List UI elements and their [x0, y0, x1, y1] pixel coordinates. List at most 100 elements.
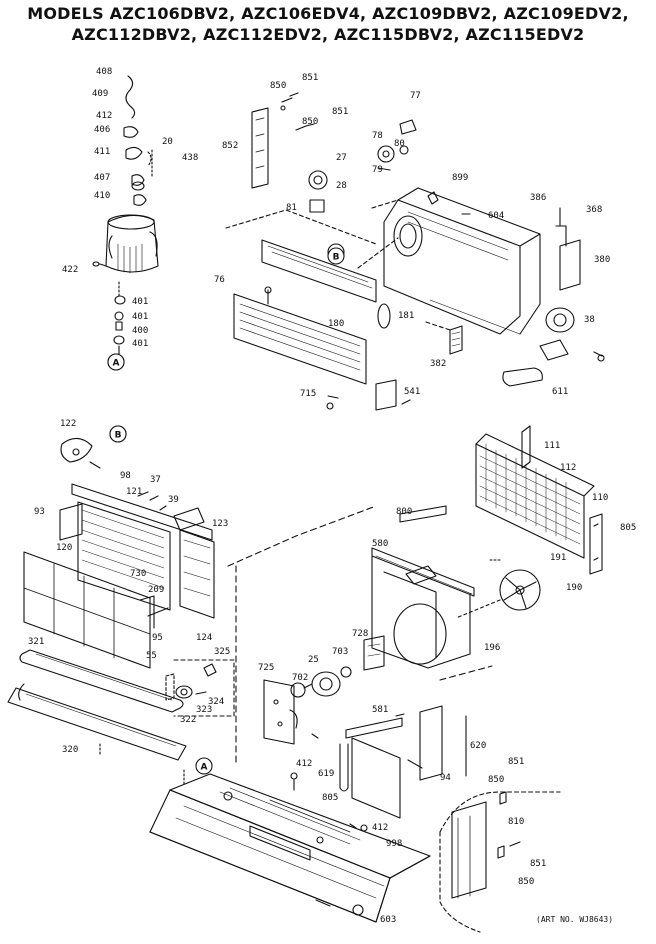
- part-label: 899: [452, 173, 468, 183]
- part-label: 76: [214, 275, 225, 285]
- part-label: 715: [300, 389, 316, 399]
- part-label: 409: [92, 89, 108, 99]
- part-label: 438: [182, 153, 198, 163]
- callout-circle-b-mid: B: [109, 425, 127, 443]
- part-label: 401: [132, 297, 148, 307]
- svg-text:B: B: [333, 253, 340, 263]
- part-label: 78: [372, 131, 383, 141]
- part-label: 386: [530, 193, 546, 203]
- part-labels: 408 409 412 406 411 20 438 407 410 422 4…: [28, 67, 636, 925]
- part-label: 603: [380, 915, 396, 925]
- part-label: 94: [440, 773, 451, 783]
- part-label: 27: [336, 153, 347, 163]
- part-label: 98: [120, 471, 131, 481]
- part-label: 410: [94, 191, 110, 201]
- callout-circle-a-top: A: [107, 353, 125, 371]
- assembly-boundary-line: [227, 505, 377, 567]
- part-label: 412: [96, 111, 112, 121]
- part-label: 401: [132, 312, 148, 322]
- part-label: 407: [94, 173, 110, 183]
- part-label: 805: [620, 523, 636, 533]
- part-label: 850: [488, 775, 504, 785]
- part-label: 25: [308, 655, 319, 665]
- part-label: 124: [196, 633, 212, 643]
- part-label: 322: [180, 715, 196, 725]
- part-label: 850: [302, 117, 318, 127]
- part-label: 209: [148, 585, 164, 595]
- part-label: 110: [592, 493, 608, 503]
- part-label: 619: [318, 769, 334, 779]
- art-number: (ART NO. WJ8643): [536, 915, 613, 924]
- part-label: 702: [292, 673, 308, 683]
- part-label: 20: [162, 137, 173, 147]
- part-label: 368: [586, 205, 602, 215]
- part-label: 28: [336, 181, 347, 191]
- part-label: 728: [352, 629, 368, 639]
- part-label: 323: [196, 705, 212, 715]
- part-label: 850: [270, 81, 286, 91]
- part-label: 324: [208, 697, 224, 707]
- part-label: 851: [530, 859, 546, 869]
- part-label: 79: [372, 165, 383, 175]
- upper-partition-assembly: [225, 92, 605, 411]
- part-label: 320: [62, 745, 78, 755]
- callout-circle-b-top: B: [327, 247, 345, 265]
- part-label: 998: [386, 839, 402, 849]
- part-label: 851: [302, 73, 318, 83]
- part-label: 55: [146, 651, 157, 661]
- part-label: 406: [94, 125, 110, 135]
- part-label: 412: [296, 759, 312, 769]
- part-label: 77: [410, 91, 421, 101]
- part-label: 196: [484, 643, 500, 653]
- diagram-title-line-2: AZC112DBV2, AZC112EDV2, AZC115DBV2, AZC1…: [71, 25, 585, 44]
- base-pan-assembly: [149, 769, 561, 933]
- part-label: 703: [332, 647, 348, 657]
- part-label: 604: [488, 211, 504, 221]
- part-label: 180: [328, 319, 344, 329]
- svg-text:A: A: [113, 359, 120, 369]
- part-label: 412: [372, 823, 388, 833]
- part-label: 581: [372, 705, 388, 715]
- part-label: 190: [566, 583, 582, 593]
- part-label: 95: [152, 633, 163, 643]
- part-label: 81: [286, 203, 297, 213]
- assembly-boundary-line: [439, 665, 493, 681]
- part-label: 580: [372, 539, 388, 549]
- part-label: 122: [60, 419, 76, 429]
- condenser-assembly: [371, 425, 603, 669]
- part-label: 121: [126, 487, 142, 497]
- part-label: 111: [544, 441, 560, 451]
- part-label: 400: [132, 326, 148, 336]
- part-label: 112: [560, 463, 576, 473]
- part-label: 850: [518, 877, 534, 887]
- part-label: 800: [396, 507, 412, 517]
- part-label: 325: [214, 647, 230, 657]
- part-label: 611: [552, 387, 568, 397]
- part-label: 39: [168, 495, 179, 505]
- part-label: 93: [34, 507, 45, 517]
- part-label: 730: [130, 569, 146, 579]
- part-label: 851: [508, 757, 524, 767]
- part-label: 181: [398, 311, 414, 321]
- part-label: 805: [322, 793, 338, 803]
- callout-circle-a-bottom: A: [195, 757, 213, 775]
- compressor-assembly: [92, 75, 159, 371]
- part-label: 382: [430, 359, 446, 369]
- part-label: 38: [584, 315, 595, 325]
- part-label: 851: [332, 107, 348, 117]
- fan-motor-assembly: [263, 635, 467, 819]
- part-label: 37: [150, 475, 161, 485]
- svg-text:A: A: [201, 763, 208, 773]
- diagram-title-line-1: MODELS AZC106DBV2, AZC106EDV4, AZC109DBV…: [27, 4, 629, 23]
- part-label: 620: [470, 741, 486, 751]
- part-label: 411: [94, 147, 110, 157]
- part-label: 725: [258, 663, 274, 673]
- part-label: 191: [550, 553, 566, 563]
- part-label: 408: [96, 67, 112, 77]
- part-label: 541: [404, 387, 420, 397]
- part-label: 123: [212, 519, 228, 529]
- part-label: 422: [62, 265, 78, 275]
- part-label: 401: [132, 339, 148, 349]
- part-label: 321: [28, 637, 44, 647]
